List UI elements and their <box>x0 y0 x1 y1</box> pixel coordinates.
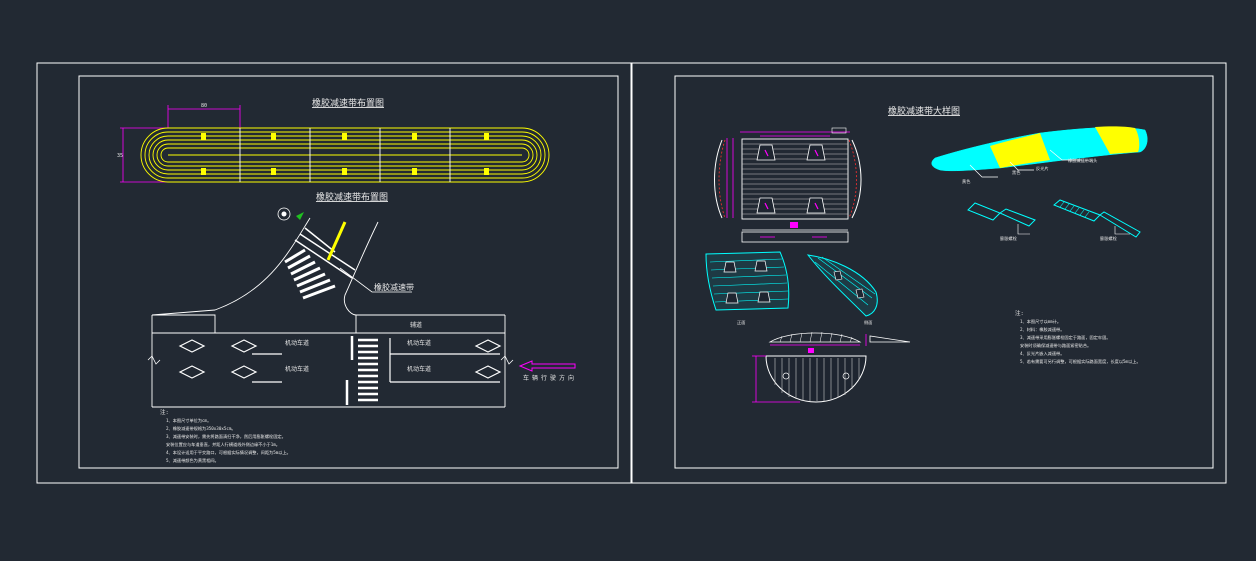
right-note-line: 4、反光片嵌入减速带。 <box>1020 350 1064 357</box>
speed-bump-plan: 橡胶减速带布置图 80 35 <box>117 97 550 183</box>
north-arrow-icon <box>277 207 304 221</box>
road-edges <box>151 217 506 408</box>
road-name: 辅道 <box>410 321 422 329</box>
left-note-line: 1、本图尺寸单位为cm。 <box>166 417 211 424</box>
iso-label-end: 橡胶减速带端头 <box>1068 157 1097 164</box>
plan-bolt-marks <box>201 133 489 175</box>
left-notes-title: 注: <box>160 408 169 416</box>
right-note-line: 5、若有需要可另行调整，可根据实际路面宽度，长度以5m以上。 <box>1020 358 1141 365</box>
left-note-line: 4、本设计适用于平交路口，可根据实际情况调整，间距为5m以上。 <box>166 449 291 456</box>
lane-label-3: 机动车道 <box>407 339 431 347</box>
bump-module-perspective <box>705 251 878 317</box>
bump-isometric-view: 黄色 黑色 反光片 橡胶减速带端头 <box>931 126 1148 185</box>
lane-dividers <box>252 338 500 383</box>
speed-bump-body <box>140 127 550 183</box>
layout-title: 橡胶减速带布置图 <box>316 191 388 203</box>
lane-label-2: 机动车道 <box>285 365 309 373</box>
left-note-line: 2、橡胶减速带规格为350x30x5cm。 <box>166 425 236 432</box>
plan-side-dimension <box>120 127 168 183</box>
lane-label-4: 机动车道 <box>407 365 431 373</box>
drawing-frames <box>36 62 1227 484</box>
lane-label-1: 机动车道 <box>285 339 309 347</box>
right-note-line: 2、材料：橡胶减速带。 <box>1020 326 1064 333</box>
iso-label-reflector: 反光片 <box>1036 165 1049 172</box>
bump-top-view <box>714 127 862 243</box>
plan-top-dimension-text: 80 <box>201 103 207 109</box>
intersection-layout: 橡胶减速带布置图 <box>147 191 577 408</box>
left-note-line: 3、减速带安装时，需先将路面清扫干净，然后用膨胀螺栓固定。 <box>166 433 286 440</box>
direction-label: 车辆行驶方向 <box>523 374 577 382</box>
main-crosswalk <box>358 338 378 402</box>
diamond-markings <box>178 339 502 379</box>
left-note-line: 5、减速带颜色为黄黑相间。 <box>166 457 219 464</box>
left-notes: 注: 1、本图尺寸单位为cm。 2、橡胶减速带规格为350x30x5cm。 3、… <box>160 408 291 464</box>
left-sheet-inner-frame <box>78 75 619 469</box>
plan-side-dimension-text: 35 <box>117 153 123 159</box>
right-note-line: 3、减速带采用膨胀螺栓固定于路面，固定牢固。 <box>1020 334 1110 341</box>
left-sheet-outer-frame <box>36 62 632 484</box>
section-label-side: 侧面 <box>864 319 872 326</box>
bolt-drawings <box>967 199 1141 238</box>
detail-title: 橡胶减速带大样图 <box>888 105 960 117</box>
speed-bump-on-side-road <box>326 221 347 261</box>
iso-label-black: 黑色 <box>1012 169 1021 176</box>
right-notes-title: 注: <box>1015 309 1024 317</box>
speed-bump-leader <box>339 267 412 293</box>
speed-bump-label: 橡胶减速带 <box>374 282 414 292</box>
section-label-front: 正面 <box>737 320 745 326</box>
right-note-line: 1、本图尺寸以mm计。 <box>1020 318 1061 325</box>
end-cap-section <box>752 331 911 403</box>
right-sheet-outer-frame <box>631 62 1227 484</box>
right-notes: 注: 1、本图尺寸以mm计。 2、材料：橡胶减速带。 3、减速带采用膨胀螺栓固定… <box>1015 309 1141 365</box>
right-note-line: 安装时须确保减速带与路面紧密贴合。 <box>1020 342 1091 349</box>
left-note-line: 安装位置应与车道垂直，并距人行横道线外侧边缘不小于1m。 <box>166 441 280 448</box>
road-break-marks <box>147 355 514 365</box>
right-sheet-inner-frame <box>674 75 1214 469</box>
direction-arrow-icon <box>518 360 576 372</box>
iso-label-yellow: 黄色 <box>962 178 971 185</box>
side-road-markings <box>294 227 356 279</box>
bolt-label-2: 膨胀螺栓 <box>1100 235 1118 242</box>
bolt-label-1: 膨胀螺栓 <box>1000 235 1018 242</box>
plan-title: 橡胶减速带布置图 <box>312 97 384 109</box>
side-crosswalk <box>284 248 336 300</box>
plan-top-dimension <box>167 105 241 128</box>
stop-lines <box>345 336 354 405</box>
